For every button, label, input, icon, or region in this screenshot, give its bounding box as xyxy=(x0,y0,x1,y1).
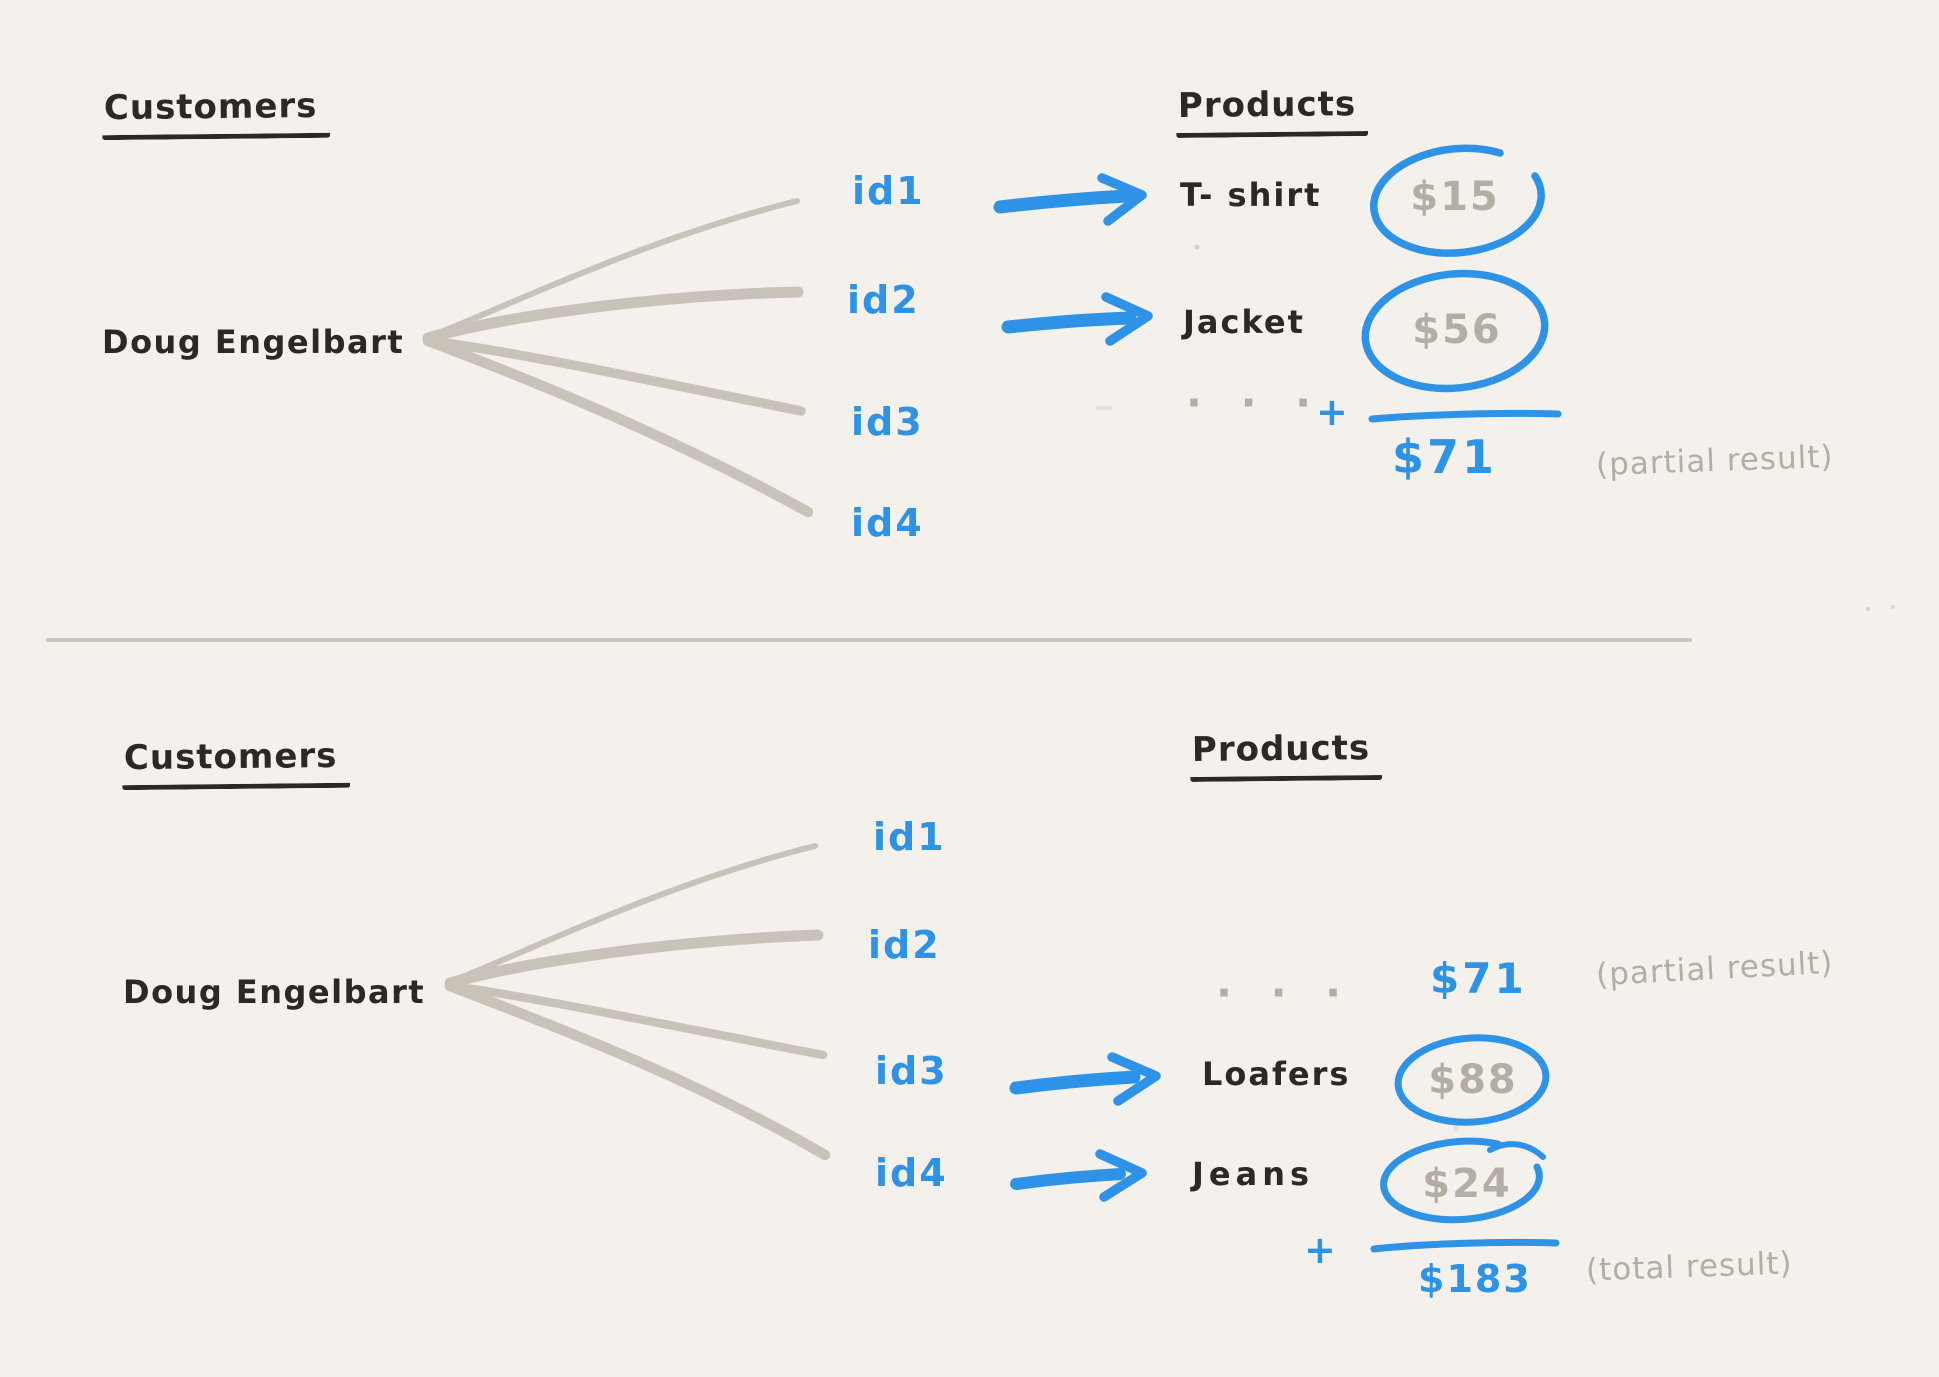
id-label-top-2: id2 xyxy=(847,278,920,322)
arrow-bottom-id3-icon xyxy=(1009,1052,1161,1106)
arrow-body xyxy=(993,189,1133,214)
arrow-bottom-id4-icon xyxy=(1010,1149,1147,1202)
speck xyxy=(1453,1125,1459,1131)
arrow-top-id2-icon xyxy=(1001,292,1153,346)
product-label-jacket: Jacket xyxy=(1183,303,1305,341)
arrow-head xyxy=(1097,173,1147,226)
products-heading-top: Products xyxy=(1175,84,1369,139)
speck xyxy=(1096,406,1112,410)
sum-line-bottom xyxy=(1370,1238,1560,1253)
bottom-fan-lines xyxy=(444,843,831,1161)
price-value-jacket: $56 xyxy=(1412,307,1502,353)
fan-line-bottom-id4 xyxy=(444,980,831,1161)
id-label-bottom-1: id1 xyxy=(873,815,946,859)
fan-line-top-id4 xyxy=(422,335,814,518)
product-label-loafers: Loafers xyxy=(1202,1055,1351,1093)
plus-sign-bottom: + xyxy=(1304,1228,1336,1272)
customers-heading-top: Customers xyxy=(101,86,330,141)
fan-line-bottom-id1 xyxy=(447,843,818,985)
partial-sum-value-top: $71 xyxy=(1392,430,1498,484)
total-sum-value: $183 xyxy=(1418,1257,1532,1301)
id-label-top-4: id4 xyxy=(851,501,924,545)
carried-partial-sum-value: $71 xyxy=(1430,954,1527,1003)
product-label-tshirt: T- shirt xyxy=(1180,176,1322,214)
arrow-top-id1-icon xyxy=(993,173,1147,226)
plus-sign-top: + xyxy=(1316,390,1348,434)
price-circle-loafers-icon xyxy=(1394,1034,1550,1126)
price-circle-tshirt-icon xyxy=(1370,144,1545,257)
speck xyxy=(1866,607,1870,611)
arrow-head xyxy=(1095,1149,1147,1202)
id-label-bottom-4: id4 xyxy=(875,1151,948,1195)
total-result-note: (total result) xyxy=(1585,1245,1794,1289)
fan-line-top-id1 xyxy=(425,198,800,340)
products-heading-bottom: Products xyxy=(1189,728,1383,783)
speck xyxy=(1194,244,1200,250)
fan-line-bottom-id2 xyxy=(444,929,824,989)
id-label-top-3: id3 xyxy=(851,400,924,444)
product-label-jeans: Jeans xyxy=(1192,1155,1315,1193)
arrow-head xyxy=(1101,292,1153,346)
circle-arc xyxy=(1380,1137,1543,1224)
fan-line-bottom-id3 xyxy=(445,981,828,1060)
top-fan-lines xyxy=(422,198,814,518)
arrow-head xyxy=(1107,1052,1161,1106)
speck xyxy=(1891,605,1895,609)
ellipsis-bottom: · · · xyxy=(1216,968,1354,1017)
circle-overshoot xyxy=(1487,1141,1546,1160)
arrow-body xyxy=(1010,1168,1126,1190)
fan-line-top-id3 xyxy=(423,336,806,416)
price-value-loafers: $88 xyxy=(1428,1057,1518,1103)
sum-line-top xyxy=(1368,409,1562,423)
arrow-body xyxy=(1009,1070,1141,1095)
price-value-jeans: $24 xyxy=(1422,1161,1512,1207)
id-label-bottom-2: id2 xyxy=(868,923,941,967)
price-circle-jeans-icon xyxy=(1380,1137,1546,1224)
id-label-top-1: id1 xyxy=(852,169,925,213)
id-label-bottom-3: id3 xyxy=(875,1049,948,1093)
customers-heading-bottom: Customers xyxy=(121,736,350,791)
ellipsis-top: · · · xyxy=(1186,378,1324,427)
partial-result-note-top: (partial result) xyxy=(1595,438,1835,484)
ink-specks xyxy=(1096,244,1895,1131)
arrow-body xyxy=(1001,311,1137,334)
fan-line-top-id2 xyxy=(422,286,804,344)
customer-name-bottom: Doug Engelbart xyxy=(123,973,426,1011)
customer-name-top: Doug Engelbart xyxy=(102,323,405,361)
price-circle-jacket-icon xyxy=(1361,269,1549,393)
price-value-tshirt: $15 xyxy=(1410,174,1500,220)
